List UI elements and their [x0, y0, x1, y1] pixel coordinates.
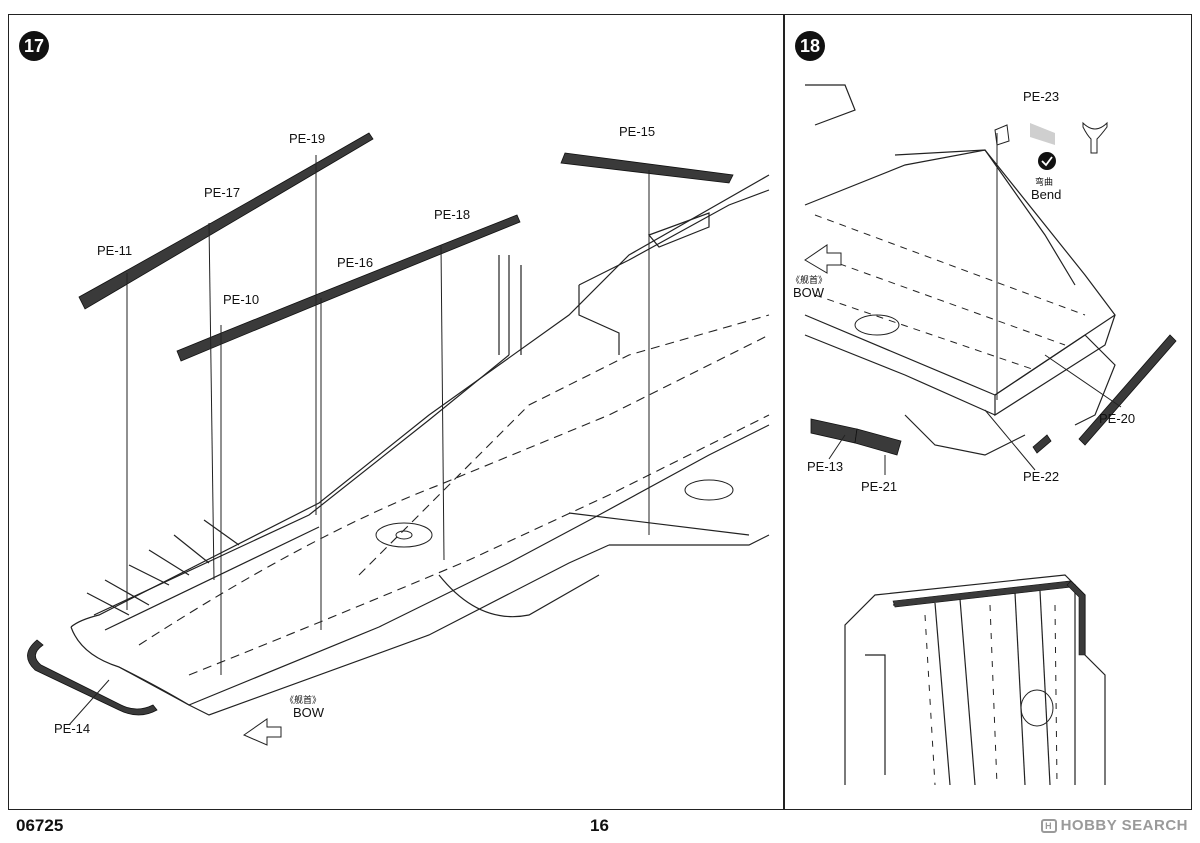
label-pe-19: PE-19: [289, 131, 325, 146]
stern-deck-outline: [804, 84, 1116, 456]
stern-top-markings: [924, 604, 1058, 786]
bend-direction-arrow-icon: [1030, 123, 1055, 145]
bow-label-en-18: BOW: [793, 285, 825, 300]
leader-lines-18: [828, 133, 1122, 475]
page-number: 16: [590, 816, 609, 835]
pe-21-part: [854, 428, 902, 456]
flight-deck-outline: [70, 174, 770, 716]
pe-18-part: [176, 214, 521, 362]
bow-arrow-icon: [242, 718, 282, 746]
bow-label-cn-18: 《舰首》: [791, 274, 827, 286]
pe-23-bent-part: [1082, 121, 1108, 154]
pe-15-part: [560, 152, 734, 184]
watermark-text: HOBBY SEARCH: [1060, 817, 1188, 834]
pe-20-part: [1078, 334, 1177, 446]
stern-deck-circle: [854, 314, 900, 336]
stern-top-view: [844, 574, 1106, 786]
label-pe-20: PE-20: [1099, 411, 1135, 426]
label-pe-14: PE-14: [54, 721, 90, 736]
label-pe-22: PE-22: [1023, 469, 1059, 484]
catalog-number: 06725: [16, 816, 64, 835]
photo-etched-parts: [27, 132, 734, 716]
pe-13-part: [810, 418, 858, 444]
bow-label-en: BOW: [293, 705, 325, 720]
bend-label-en: Bend: [1031, 187, 1061, 202]
label-pe-17: PE-17: [204, 185, 240, 200]
stern-top-circle: [1020, 689, 1054, 727]
leader-lines: [68, 155, 650, 726]
bow-arrow-icon-18: [804, 244, 842, 274]
pe-23-part: [994, 124, 1010, 146]
bend-label-cn: 弯曲: [1035, 176, 1053, 188]
watermark: H HOBBY SEARCH: [1040, 817, 1188, 834]
step-17-panel: 17: [8, 14, 784, 810]
step-18-panel: 18: [784, 14, 1192, 810]
deck-circles: [375, 479, 734, 548]
deck-markings: [138, 314, 770, 676]
stern-top-edging: [892, 580, 1086, 656]
label-pe-16: PE-16: [337, 255, 373, 270]
pe-19-part: [78, 132, 374, 310]
pe-14-part: [27, 639, 158, 716]
step-17-diagram: PE-19 PE-17 PE-15 PE-18 PE-11 PE-16 PE-1…: [27, 124, 770, 746]
bend-icon: [1038, 152, 1056, 170]
label-pe-15: PE-15: [619, 124, 655, 139]
label-pe-21: PE-21: [861, 479, 897, 494]
label-pe-10: PE-10: [223, 292, 259, 307]
label-pe-18: PE-18: [434, 207, 470, 222]
label-pe-11: PE-11: [97, 243, 132, 258]
step-18-diagram: PE-23 弯曲 Bend 《舰首》 BOW PE-20 PE-13 PE-21…: [791, 84, 1177, 786]
step-18-badge: 18: [795, 31, 825, 61]
label-pe-13: PE-13: [807, 459, 843, 474]
pe-22-part: [1032, 434, 1052, 454]
bow-label-cn: 《舰首》: [285, 694, 321, 706]
hobby-search-logo-icon: H: [1040, 818, 1057, 833]
step-17-badge: 17: [19, 31, 49, 61]
label-pe-23: PE-23: [1023, 89, 1059, 104]
stern-deck-markings: [814, 214, 1086, 371]
photo-etched-parts-18: [810, 334, 1177, 456]
